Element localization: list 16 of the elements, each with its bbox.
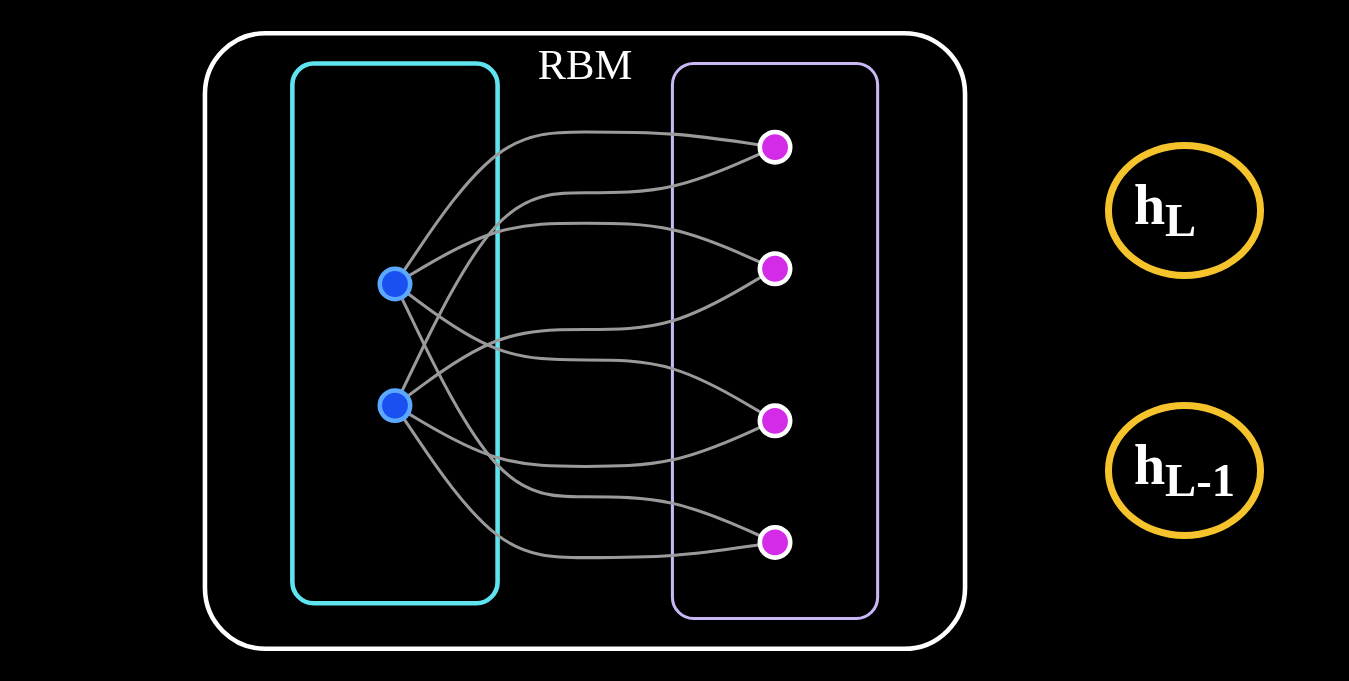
node-circle — [757, 129, 793, 165]
layer-label: h$_{L-1}$ — [1104, 402, 1265, 539]
node-circle — [757, 524, 793, 560]
cluster: RBM — [202, 30, 968, 651]
node-circle — [757, 402, 793, 438]
connector — [407, 221, 762, 278]
layer-label: h$_{L}$ — [1104, 142, 1265, 279]
node-circle — [757, 250, 793, 286]
connector — [407, 411, 762, 468]
connector — [406, 274, 763, 398]
node-circle — [377, 387, 413, 423]
cluster — [290, 60, 500, 605]
connector — [402, 129, 761, 272]
cluster — [670, 61, 880, 620]
connector — [406, 291, 763, 414]
node-circle — [377, 266, 413, 301]
